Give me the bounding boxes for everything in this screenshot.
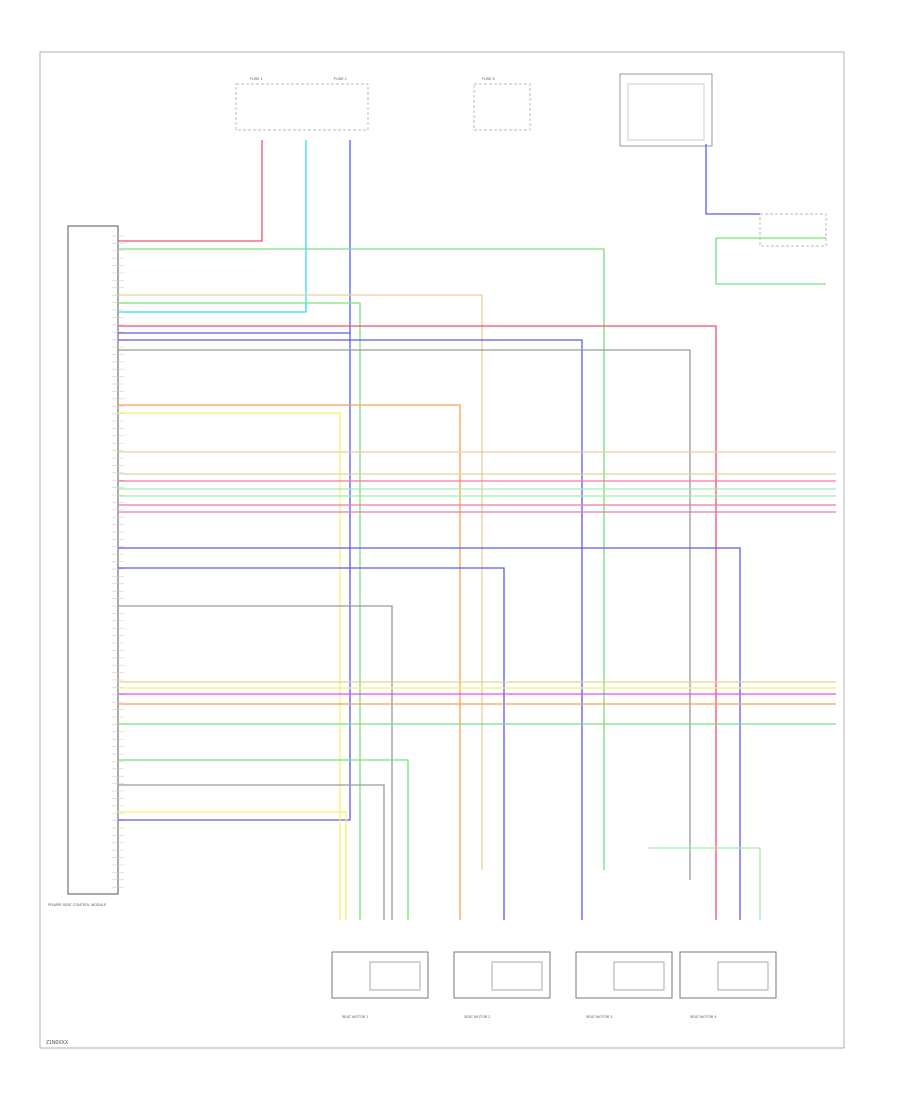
wire-blue-8 [118,339,583,920]
relay-box [619,73,713,147]
wire-orange-10 [118,404,461,920]
wire-gray-9 [118,349,691,880]
svg-text:SEAT MOTOR 4: SEAT MOTOR 4 [690,1015,716,1019]
seat-motor-connector-1: SEAT MOTOR 1 [331,951,429,1019]
seat-motor-connector-4: SEAT MOTOR 4 [679,951,777,1019]
wire-green-30 [715,237,826,285]
wire-blue-31 [705,144,760,215]
wire-blue-20 [118,567,505,920]
fuse-box-1: FUSE 1 FUSE 2 [235,77,369,131]
wire-green-4 [118,248,605,870]
wire-yellow-29 [118,811,347,920]
svg-text:SEAT MOTOR 2: SEAT MOTOR 2 [464,1015,490,1019]
wire-ltgreen-32 [648,847,761,920]
sensor-box [759,213,827,247]
svg-text:FUSE 2: FUSE 2 [334,77,347,81]
svg-text:SEAT MOTOR 1: SEAT MOTOR 1 [342,1015,368,1019]
svg-text:FUSE 1: FUSE 1 [250,77,263,81]
seat-motor-connector-3: SEAT MOTOR 3 [575,951,673,1019]
wire-green-6 [118,302,361,920]
control-module: POWER SEAT CONTROL MODULE [48,225,119,907]
svg-text:POWER SEAT CONTROL MODULE: POWER SEAT CONTROL MODULE [48,903,107,907]
wire-yellow-11 [118,412,341,920]
wire-tan-5 [118,294,483,870]
diagram-code: Z1N0XXX [46,1040,69,1046]
fuse-box-2: FUSE 3 [473,77,531,131]
wire-cyan-2 [118,140,307,313]
wire-red-1 [118,140,263,242]
wire-gray-21 [118,605,393,920]
seat-motor-connector-2: SEAT MOTOR 2 [453,951,551,1019]
svg-text:FUSE 3: FUSE 3 [482,77,495,81]
diagram-frame [39,51,845,1049]
wire-blue-3 [118,140,351,821]
wire-green-27 [118,759,409,920]
wire-gray-28 [118,784,385,920]
wire-blue-19 [118,547,741,920]
module-pin-ticks [112,235,124,888]
svg-text:SEAT MOTOR 3: SEAT MOTOR 3 [586,1015,612,1019]
wire-red-7 [118,325,717,920]
wire-harness [118,140,836,920]
